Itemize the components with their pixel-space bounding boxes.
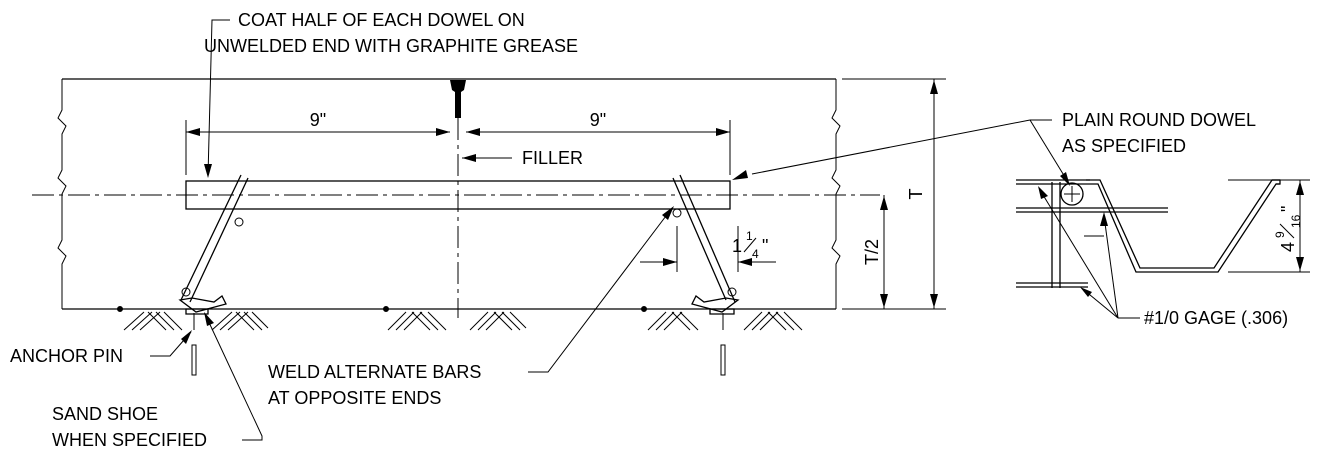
- dimension-9-inch-left: [185, 120, 450, 175]
- right-break-line: [831, 79, 841, 309]
- coat-half-note-line1: COAT HALF OF EACH DOWEL ON: [238, 10, 525, 30]
- coat-half-note-line2: UNWELDED END WITH GRAPHITE GREASE: [204, 36, 578, 56]
- plain-round-dowel-note-line1: PLAIN ROUND DOWEL: [1062, 110, 1256, 130]
- left-break-line: [57, 79, 67, 309]
- subgrade-hatching-center: [383, 306, 527, 331]
- filler-leader: [462, 154, 512, 162]
- depth-dimension-label: 4 9 16 ": [1273, 206, 1303, 252]
- left-basket-support: [178, 174, 249, 315]
- gage-label: #1/0 GAGE (.306): [1144, 308, 1288, 328]
- depth-numerator: 9: [1273, 231, 1287, 238]
- anchor-pin-label: ANCHOR PIN: [10, 346, 123, 366]
- dowel-bar: [185, 180, 731, 210]
- subgrade-hatching-left: [117, 306, 269, 331]
- joint-sealant: [450, 80, 466, 118]
- dimension-one-quarter-whole: 1: [732, 236, 742, 256]
- dimension-t-label: T: [906, 189, 926, 200]
- weld-alternate-bars-leader: [528, 206, 674, 373]
- weld-alternate-bars-note-line1: WELD ALTERNATE BARS: [268, 362, 481, 382]
- weld-alternate-bars-note-line2: AT OPPOSITE ENDS: [268, 388, 441, 408]
- filler-label: FILLER: [522, 148, 583, 168]
- plain-round-dowel-note-line2: AS SPECIFIED: [1062, 136, 1186, 156]
- sand-shoe-note-line2: WHEN SPECIFIED: [52, 430, 207, 450]
- subgrade-hatching-right: [641, 306, 803, 331]
- dimension-t-half: [880, 195, 888, 309]
- depth-inch: ": [1278, 206, 1298, 212]
- section-detail: [1016, 179, 1310, 319]
- plain-round-dowel-leader: [732, 119, 1070, 186]
- dimension-9-inch-left-label: 9": [310, 110, 326, 130]
- dimension-one-quarter-numerator: 1: [746, 229, 753, 243]
- dimension-t-half-label: T/2: [862, 239, 882, 265]
- dimension-9-inch-right: [466, 120, 731, 175]
- depth-whole: 4: [1278, 242, 1298, 252]
- dimension-9-inch-right-label: 9": [590, 110, 606, 130]
- sand-shoe-leader: [204, 312, 263, 441]
- right-basket-support: [672, 174, 740, 315]
- depth-denominator: 16: [1289, 214, 1303, 228]
- dimension-one-quarter-inch: ": [762, 236, 768, 256]
- dimension-one-quarter: [640, 226, 776, 272]
- left-anchor-pin: [191, 313, 197, 376]
- sand-shoe-note-line1: SAND SHOE: [52, 404, 158, 424]
- anchor-pin-leader: [150, 330, 192, 357]
- coat-half-leader: [204, 19, 230, 178]
- dimension-t: [842, 78, 946, 310]
- right-anchor-pin: [720, 313, 726, 376]
- dimension-one-quarter-denominator: 4: [752, 247, 759, 261]
